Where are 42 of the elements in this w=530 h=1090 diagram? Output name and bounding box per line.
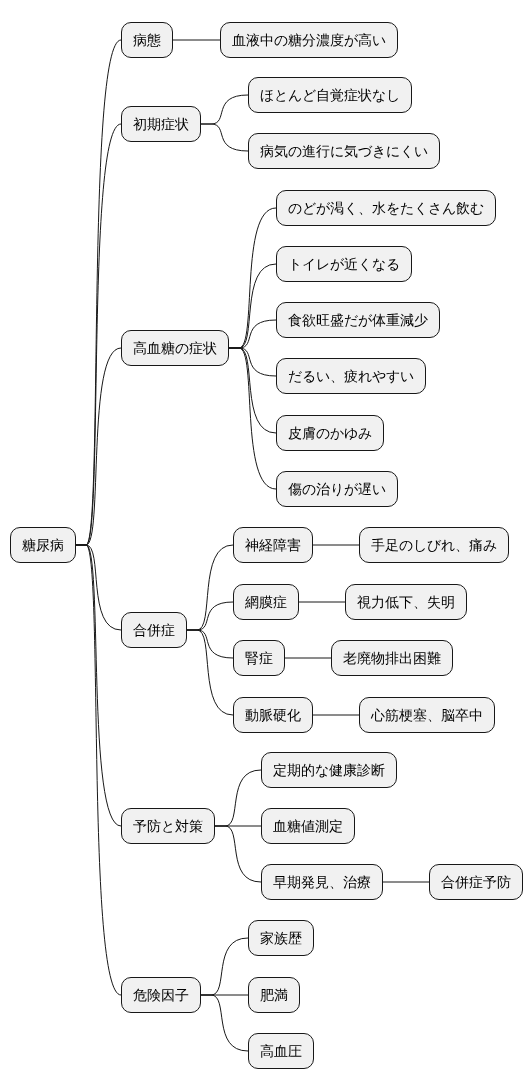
topic-box: 危険因子	[121, 977, 201, 1013]
topic-box: 早期発見、治療	[261, 864, 383, 900]
connector-line	[382, 881, 430, 883]
root-topic-box: 糖尿病	[10, 527, 76, 563]
topic-box: 老廃物排出困難	[331, 640, 453, 676]
topic-box: 定期的な健康診断	[261, 752, 397, 788]
connector-line	[200, 994, 249, 1052]
topic-box: 合併症	[121, 612, 187, 648]
topic-box: 病気の進行に気づきにくい	[248, 133, 440, 169]
topic-box: 動脈硬化	[233, 697, 313, 733]
topic-box: 神経障害	[233, 527, 313, 563]
topic-box: 網膜症	[233, 584, 299, 620]
topic-box: 高血圧	[248, 1033, 314, 1069]
topic-box: トイレが近くなる	[276, 246, 412, 282]
topic-box: 初期症状	[121, 106, 201, 142]
topic-box: 傷の治りが遅い	[276, 471, 398, 507]
topic-box: 合併症予防	[429, 864, 523, 900]
connector-line	[214, 825, 262, 883]
topic-box: 食欲旺盛だが体重減少	[276, 302, 440, 338]
connector-line	[284, 657, 332, 659]
topic-box: 心筋梗塞、脳卒中	[359, 697, 495, 733]
topic-box: だるい、疲れやすい	[276, 358, 426, 394]
topic-box: 手足のしびれ、痛み	[359, 527, 509, 563]
connector-line	[200, 123, 249, 152]
topic-box: 肥満	[248, 977, 300, 1013]
topic-box: 病態	[121, 22, 173, 58]
topic-box: 皮膚のかゆみ	[276, 415, 384, 451]
connector-line	[312, 544, 360, 546]
topic-box: のどが渇く、水をたくさん飲む	[276, 190, 496, 226]
topic-box: 血糖値測定	[261, 808, 355, 844]
connector-line	[172, 39, 221, 41]
topic-box: 腎症	[233, 640, 285, 676]
topic-box: 高血糖の症状	[121, 330, 229, 366]
topic-box: 予防と対策	[121, 808, 215, 844]
connector-line	[312, 714, 360, 716]
topic-box: 家族歴	[248, 920, 314, 956]
connector-line	[298, 601, 346, 603]
connector-line	[186, 629, 234, 716]
connector-line	[228, 347, 277, 490]
topic-box: ほとんど自覚症状なし	[248, 77, 412, 113]
topic-box: 視力低下、失明	[345, 584, 467, 620]
topic-box: 血液中の糖分濃度が高い	[220, 22, 398, 58]
